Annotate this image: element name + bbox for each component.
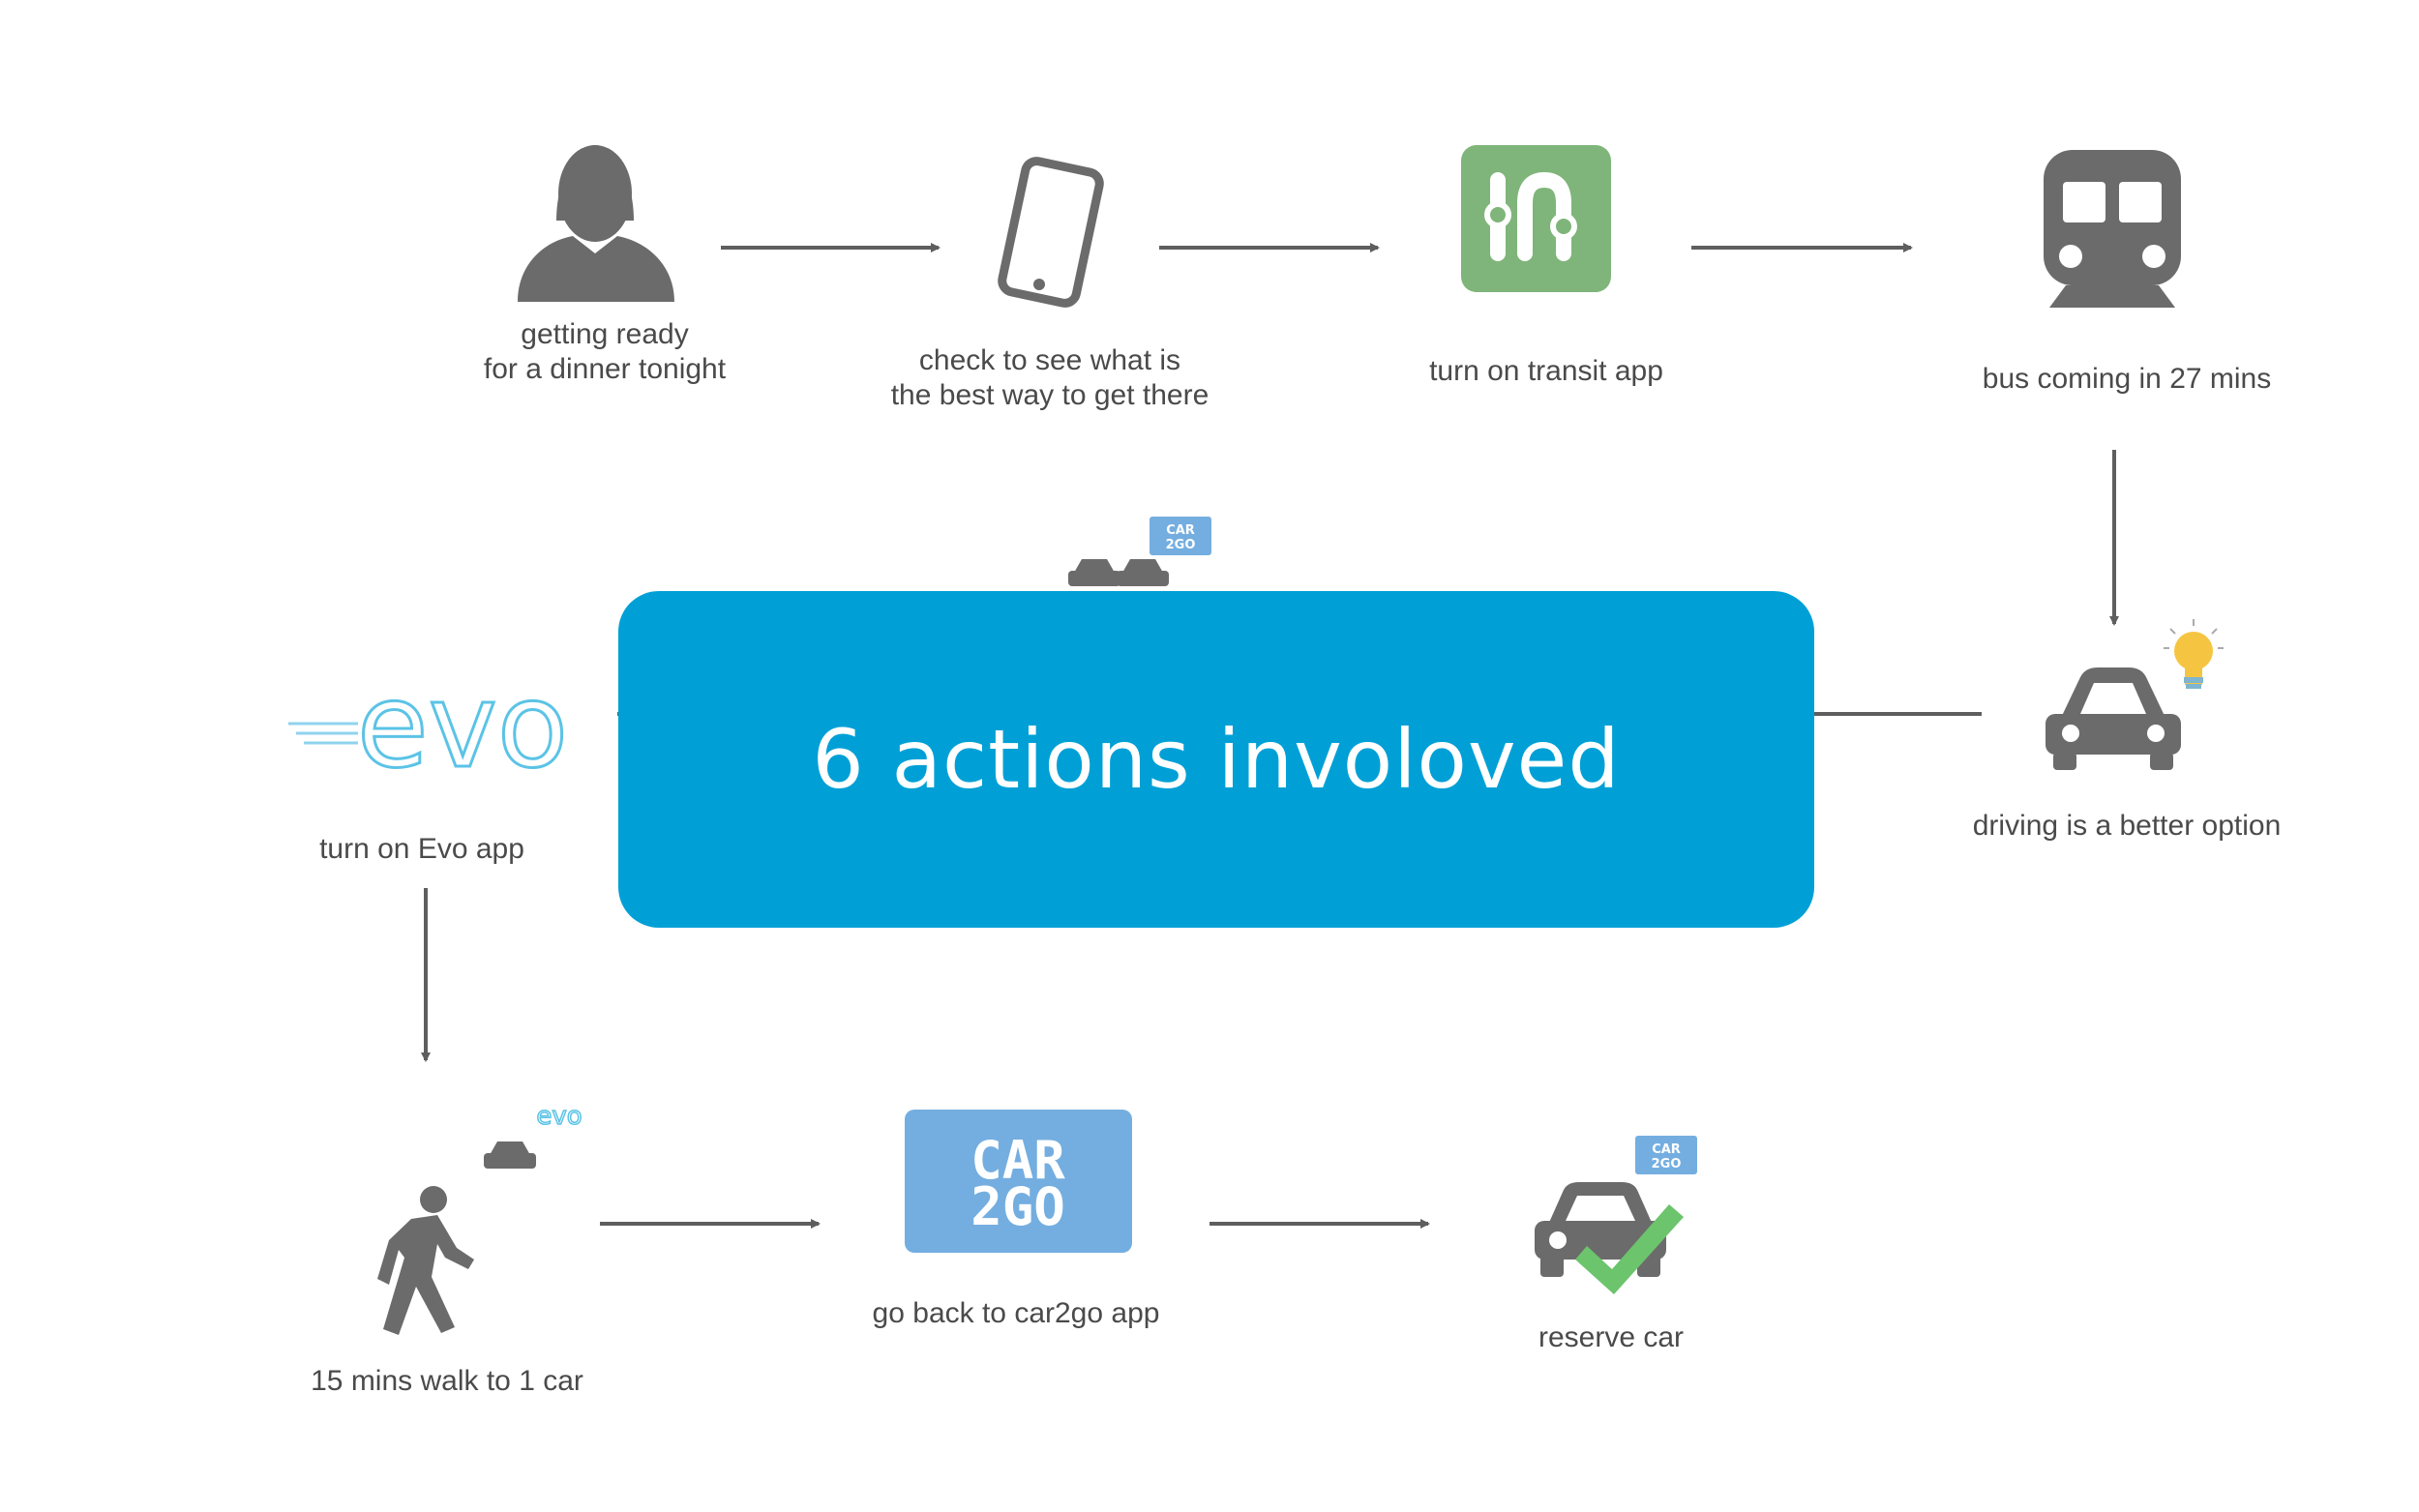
car2go-logo: CAR 2GO xyxy=(905,1110,1132,1253)
actions-count-banner: 6 actions involoved xyxy=(618,591,1814,928)
step-label-line: the best way to get there xyxy=(890,379,1210,411)
car-check-icon xyxy=(1535,1182,1684,1294)
step-label-driving-better: driving is a better option xyxy=(1973,809,2282,844)
small-car-icon-1 xyxy=(1068,559,1120,586)
svg-text:evo: evo xyxy=(357,660,568,794)
evo-badge-small: evo xyxy=(536,1102,582,1131)
step-label-line: driving is a better option xyxy=(1972,810,2282,842)
svg-text:CAR: CAR xyxy=(1166,523,1195,538)
step-label-transit-app: turn on transit app xyxy=(1429,354,1663,389)
svg-text:CAR: CAR xyxy=(971,1130,1065,1191)
step-label-bus-coming: bus coming in 27 mins xyxy=(1983,362,2271,397)
small-car-icon-3 xyxy=(484,1141,536,1169)
person-icon xyxy=(518,145,674,302)
step-label-line: bus coming in 27 mins xyxy=(1982,363,2272,395)
train-icon xyxy=(2044,150,2181,308)
step-label-getting-ready: getting ready for a dinner tonight xyxy=(484,317,726,387)
step-label-line: for a dinner tonight xyxy=(483,353,727,385)
evo-logo: evo xyxy=(288,659,570,796)
step-label-line: reserve car xyxy=(1538,1321,1685,1353)
step-label-line: turn on Evo app xyxy=(319,833,524,865)
svg-text:2GO: 2GO xyxy=(1652,1157,1682,1171)
svg-text:2GO: 2GO xyxy=(971,1176,1065,1237)
svg-text:CAR: CAR xyxy=(1652,1142,1681,1157)
small-car-icon-2 xyxy=(1117,559,1169,586)
step-label-car2go-app: go back to car2go app xyxy=(873,1296,1160,1331)
lightbulb-icon xyxy=(2164,619,2224,689)
step-label-evo-app: turn on Evo app xyxy=(319,832,524,867)
actions-count-text: 6 actions involoved xyxy=(812,712,1621,807)
car-lightbulb-icon xyxy=(2046,667,2181,770)
car2go-badge-bottom: CAR 2GO xyxy=(1635,1136,1697,1174)
walking-person-icon xyxy=(377,1186,474,1335)
phone-icon xyxy=(998,157,1104,308)
step-label-check-phone: check to see what is the best way to get… xyxy=(891,343,1210,413)
car2go-badge-top: CAR 2GO xyxy=(1150,517,1211,555)
step-label-line: go back to car2go app xyxy=(872,1297,1160,1329)
step-label-walk: 15 mins walk to 1 car xyxy=(311,1364,583,1399)
step-label-line: turn on transit app xyxy=(1429,355,1663,387)
svg-text:2GO: 2GO xyxy=(1166,538,1196,552)
step-label-line: check to see what is xyxy=(918,344,1181,376)
step-label-line: 15 mins walk to 1 car xyxy=(311,1365,583,1397)
step-label-line: getting ready xyxy=(521,318,689,350)
step-label-reserve-car: reserve car xyxy=(1538,1320,1684,1355)
transit-app-icon xyxy=(1461,145,1611,292)
